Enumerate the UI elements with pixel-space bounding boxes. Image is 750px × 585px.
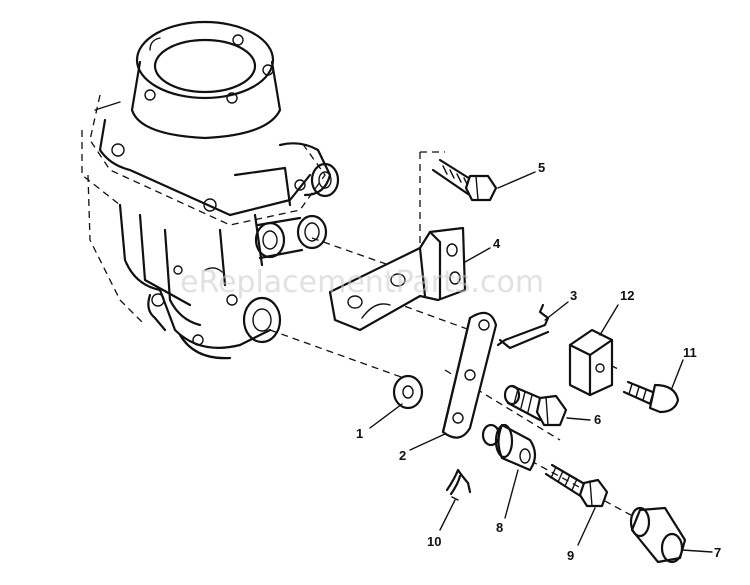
callout-11: 11	[683, 345, 697, 360]
part-9-bolt	[544, 463, 609, 508]
callout-4: 4	[493, 236, 501, 251]
part-5-bolt	[431, 158, 498, 202]
callout-10: 10	[427, 534, 441, 549]
part-11-bolt	[622, 380, 680, 414]
callout-9: 9	[567, 548, 574, 563]
callout-1: 1	[356, 426, 363, 441]
callout-12: 12	[620, 288, 634, 303]
leader-lines	[369, 171, 713, 553]
part-3-clip	[496, 303, 550, 350]
part-7-cap	[629, 506, 687, 564]
part-1-washer	[392, 374, 424, 410]
callouts: 5 4 3 12 11 1 6 2 8 9 7 10	[356, 160, 721, 563]
carburetor-body	[81, 20, 340, 360]
callout-7: 7	[714, 545, 721, 560]
part-4-bracket	[328, 226, 467, 332]
watermark-text: eReplacementParts.com	[180, 265, 544, 300]
part-12-block	[568, 328, 614, 397]
callout-6: 6	[594, 412, 601, 427]
part-2-link	[441, 311, 498, 439]
part-10-cotter-pin	[445, 468, 472, 501]
callout-8: 8	[496, 520, 503, 535]
callout-5: 5	[538, 160, 545, 175]
callout-3: 3	[570, 288, 577, 303]
callout-2: 2	[399, 448, 406, 463]
part-8-ferrule	[481, 423, 537, 472]
part-6-bolt	[503, 384, 568, 427]
